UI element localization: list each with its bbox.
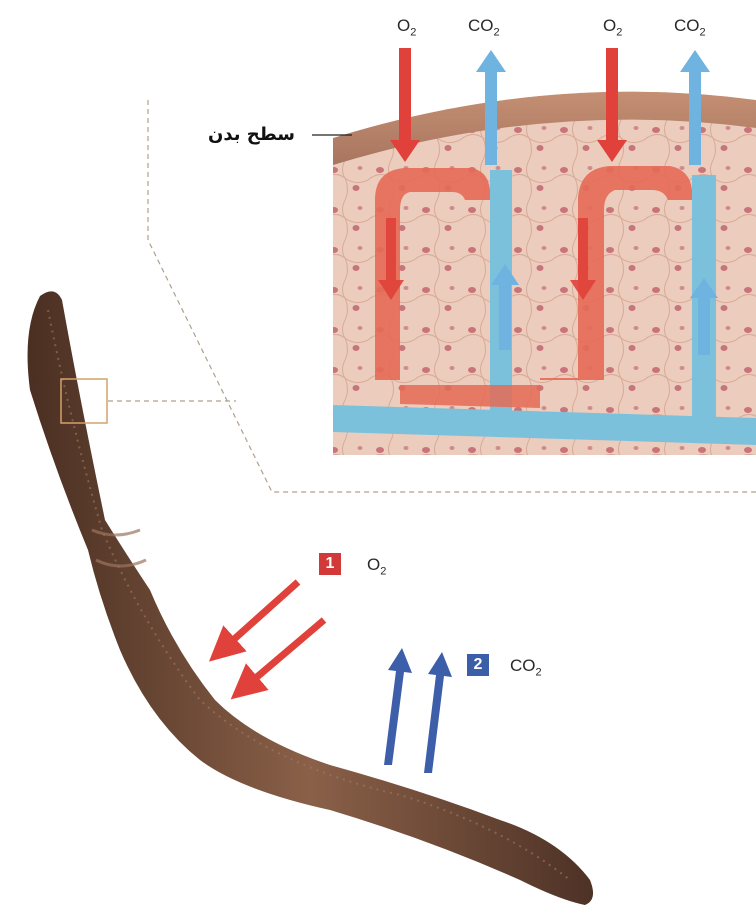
oxygen-arrow-1 [390,48,420,162]
oxygen-big-arrow-1 [222,582,298,650]
legend-badge-2: 2 [467,654,489,676]
co2-big-arrow-2 [424,652,452,773]
outside-co2-arrows [384,648,452,773]
top-label-oxygen-2: O2 [603,16,622,38]
co2-big-arrow-1 [384,648,412,765]
top-label-oxygen-1: O2 [397,16,416,38]
legend-badge-1: 1 [319,553,341,575]
top-label-co2-1: CO2 [468,16,500,38]
body-surface-label: سطح بدن [208,124,295,145]
top-label-co2-2: CO2 [674,16,706,38]
legend-label-co2: CO2 [510,656,542,678]
legend-label-oxygen: O2 [367,555,386,577]
outside-oxygen-arrows [222,582,324,688]
oxygen-big-arrow-2 [244,620,324,688]
